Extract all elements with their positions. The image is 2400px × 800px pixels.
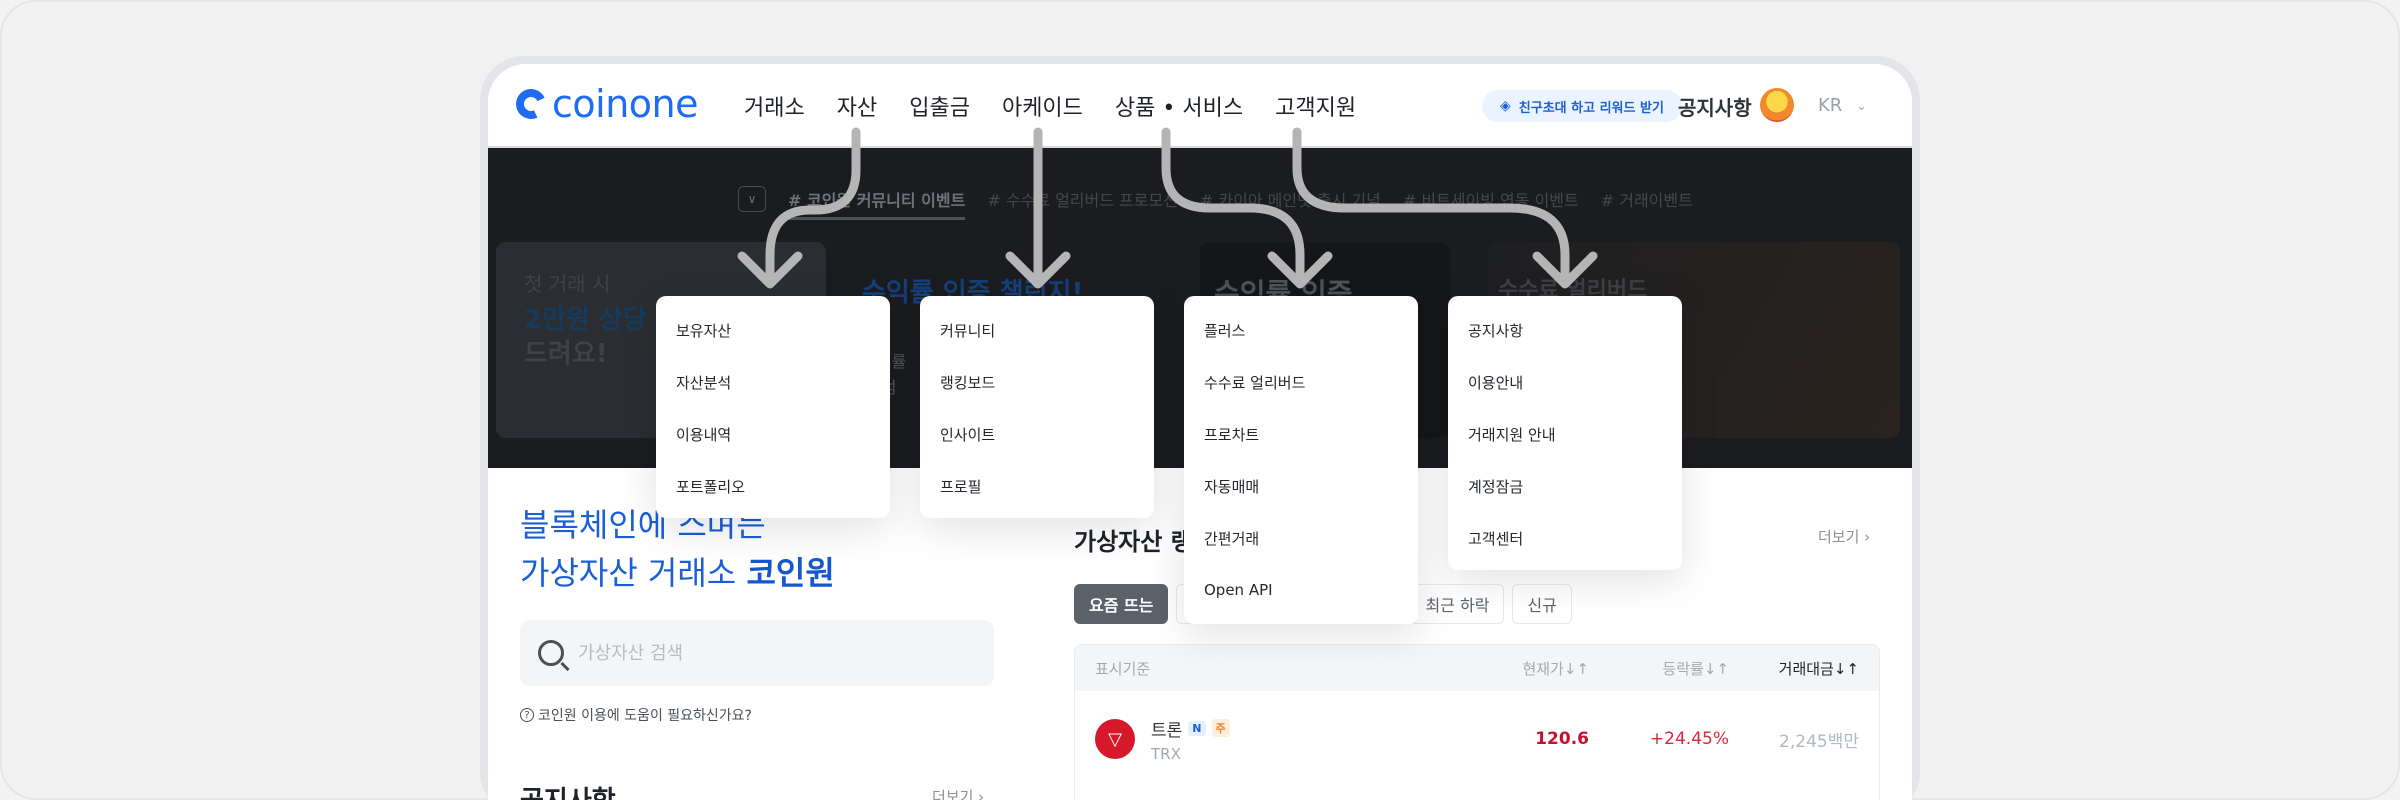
invite-friends-button[interactable]: ◈ 친구초대 하고 리워드 받기 bbox=[1482, 90, 1682, 122]
menu-item-portfolio[interactable]: 포트폴리오 bbox=[676, 477, 746, 496]
logo-text: coinone bbox=[552, 82, 699, 126]
nav-assets[interactable]: 자산 bbox=[836, 96, 878, 121]
hero-line2: 가상자산 거래소 코인원 bbox=[520, 549, 835, 597]
hero-brand: 코인원 bbox=[746, 554, 835, 592]
menu-item-fee-earlybird[interactable]: 수수료 얼리버드 bbox=[1204, 373, 1306, 392]
search-input[interactable] bbox=[578, 642, 958, 664]
chip-trending[interactable]: 요즘 뜨는 bbox=[1074, 584, 1169, 624]
coin-info: 트론 N 주 TRX bbox=[1151, 716, 1469, 763]
search-icon bbox=[538, 640, 564, 666]
menu-item-account-lock[interactable]: 계정잠금 bbox=[1468, 477, 1524, 496]
question-icon: ? bbox=[520, 708, 534, 722]
nav-arcade[interactable]: 아케이드 bbox=[1001, 96, 1083, 121]
help-text: 코인원 이용에 도움이 필요하신가요? bbox=[538, 708, 752, 724]
banner-text: 드려요! bbox=[524, 339, 608, 369]
tag-fee-earlybird[interactable]: # 수수료 얼리버드 프로모션 bbox=[987, 191, 1178, 210]
menu-item-plus[interactable]: 플러스 bbox=[1204, 321, 1246, 340]
tag-trading-event[interactable]: # 거래이벤트 bbox=[1600, 191, 1693, 210]
products-dropdown-menu: 플러스 수수료 얼리버드 프로차트 자동매매 간편거래 Open API bbox=[1184, 296, 1418, 624]
menu-item-auto-trading[interactable]: 자동매매 bbox=[1204, 477, 1260, 496]
menu-item-notices[interactable]: 공지사항 bbox=[1468, 321, 1524, 340]
table-header: 표시기준 현재가↓↑ 등락률↓↑ 거래대금↓↑ bbox=[1075, 645, 1879, 691]
tag-community-event[interactable]: # 코인원 커뮤니티 이벤트 bbox=[788, 187, 966, 220]
ranking-more-link[interactable]: 더보기 › bbox=[1818, 528, 1871, 546]
warning-badge: 주 bbox=[1211, 719, 1230, 737]
notice-more-link[interactable]: 더보기 › bbox=[932, 788, 985, 800]
nav-deposit-withdraw[interactable]: 입출금 bbox=[909, 96, 970, 121]
table-row[interactable]: ▽ 트론 N 주 TRX 120.6 +24.45% 2,245백만 bbox=[1075, 691, 1879, 787]
col-volume-sort[interactable]: 거래대금↓↑ bbox=[1778, 659, 1859, 678]
language-label: KR bbox=[1818, 95, 1843, 116]
invite-label: 친구초대 하고 리워드 받기 bbox=[1518, 100, 1664, 116]
coin-name: 트론 bbox=[1151, 720, 1183, 741]
coin-price: 120.6 bbox=[1535, 729, 1589, 749]
coin-symbol: TRX bbox=[1151, 744, 1181, 763]
coinone-logo[interactable]: coinone bbox=[511, 82, 699, 126]
menu-item-community[interactable]: 커뮤니티 bbox=[940, 321, 996, 340]
col-price-sort[interactable]: 현재가↓↑ bbox=[1522, 659, 1589, 678]
help-link[interactable]: ? 코인원 이용에 도움이 필요하신가요? bbox=[520, 705, 752, 725]
chip-recent-drop[interactable]: 최근 하락 bbox=[1410, 584, 1505, 624]
diamond-icon: ◈ bbox=[1500, 98, 1511, 114]
menu-item-holdings[interactable]: 보유자산 bbox=[676, 321, 732, 340]
banner-card-text: 첫 거래 시 bbox=[524, 272, 611, 296]
tron-logo-icon: ▽ bbox=[1095, 719, 1135, 759]
chip-new[interactable]: 신규 bbox=[1512, 584, 1572, 624]
ranking-table: 표시기준 현재가↓↑ 등락률↓↑ 거래대금↓↑ ▽ 트론 N 주 TRX 120… bbox=[1074, 644, 1880, 800]
nav-products-services[interactable]: 상품 • 서비스 bbox=[1114, 96, 1244, 121]
banner-highlight: 2만원 상당 bbox=[524, 305, 647, 335]
hero-line2-prefix: 가상자산 거래소 bbox=[520, 554, 747, 592]
nav-customer-support[interactable]: 고객지원 bbox=[1275, 96, 1357, 121]
top-header: coinone 거래소 자산 입출금 아케이드 상품 • 서비스 고객지원 ◈ … bbox=[488, 64, 1912, 148]
notice-section-title: 공지사항 bbox=[520, 780, 616, 800]
nav-exchange[interactable]: 거래소 bbox=[744, 96, 805, 121]
tags-expand-toggle[interactable]: ∨ bbox=[738, 186, 766, 212]
menu-item-asset-analysis[interactable]: 자산분석 bbox=[676, 373, 732, 392]
coinone-logo-icon bbox=[511, 84, 551, 124]
coin-name-line: 트론 N 주 bbox=[1151, 716, 1469, 741]
app-window: coinone 거래소 자산 입출금 아케이드 상품 • 서비스 고객지원 ◈ … bbox=[488, 64, 1912, 800]
new-badge: N bbox=[1188, 720, 1206, 736]
chevron-down-icon: ⌄ bbox=[1856, 98, 1867, 113]
user-avatar[interactable] bbox=[1760, 88, 1794, 122]
menu-item-ranking-board[interactable]: 랭킹보드 bbox=[940, 373, 996, 392]
menu-item-prochart[interactable]: 프로차트 bbox=[1204, 425, 1260, 444]
coin-volume: 2,245백만 bbox=[1779, 731, 1859, 752]
col-basis[interactable]: 표시기준 bbox=[1095, 659, 1151, 678]
tag-kaia-mainnet[interactable]: # 카이아 메인넷 출시 기념 bbox=[1199, 191, 1381, 210]
asset-search[interactable] bbox=[520, 620, 994, 686]
menu-item-profile[interactable]: 프로필 bbox=[940, 477, 982, 496]
chevron-down-icon: ∨ bbox=[747, 192, 757, 206]
col-change-sort[interactable]: 등락률↓↑ bbox=[1662, 659, 1729, 678]
notice-link[interactable]: 공지사항 bbox=[1678, 96, 1752, 120]
coin-change: +24.45% bbox=[1649, 729, 1729, 749]
support-dropdown-menu: 공지사항 이용안내 거래지원 안내 계정잠금 고객센터 bbox=[1448, 296, 1682, 570]
tag-bitsaving[interactable]: # 비트세이빙 연동 이벤트 bbox=[1402, 191, 1579, 210]
arcade-dropdown-menu: 커뮤니티 랭킹보드 인사이트 프로필 bbox=[920, 296, 1154, 518]
main-nav: 거래소 자산 입출금 아케이드 상품 • 서비스 고객지원 bbox=[744, 90, 1356, 122]
event-tags: ∨ # 코인원 커뮤니티 이벤트 # 수수료 얼리버드 프로모션 # 카이아 메… bbox=[738, 178, 1693, 220]
menu-item-insight[interactable]: 인사이트 bbox=[940, 425, 996, 444]
language-selector[interactable]: KR ⌄ bbox=[1818, 95, 1866, 116]
menu-item-listing-guide[interactable]: 거래지원 안내 bbox=[1468, 425, 1556, 444]
menu-item-easy-trade[interactable]: 간편거래 bbox=[1204, 529, 1260, 548]
menu-item-open-api[interactable]: Open API bbox=[1204, 581, 1273, 599]
menu-item-guide[interactable]: 이용안내 bbox=[1468, 373, 1524, 392]
menu-item-history[interactable]: 이용내역 bbox=[676, 425, 732, 444]
menu-item-customer-center[interactable]: 고객센터 bbox=[1468, 529, 1524, 548]
assets-dropdown-menu: 보유자산 자산분석 이용내역 포트폴리오 bbox=[656, 296, 890, 518]
